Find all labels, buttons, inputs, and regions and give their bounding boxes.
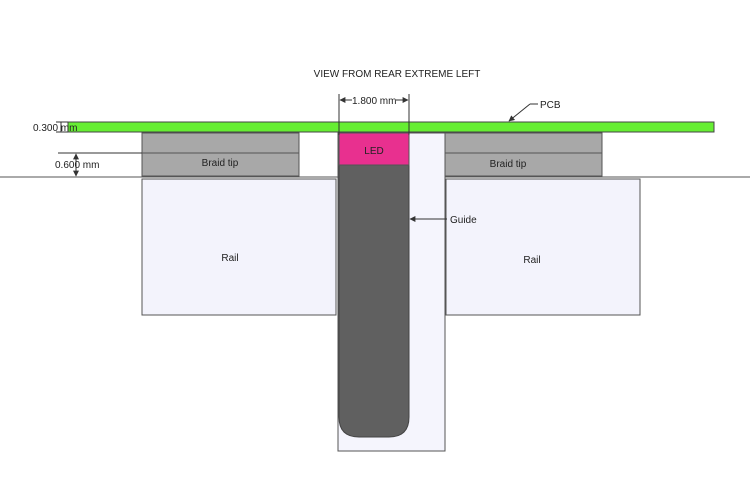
braid-tip-left	[141, 152, 300, 177]
rail-left-label: Rail	[221, 253, 238, 264]
pcb-label: PCB	[540, 100, 561, 111]
pcb	[67, 121, 715, 133]
rail-right	[445, 178, 641, 316]
led-label: LED	[364, 146, 383, 157]
dim-pcb-height-label: 0.600 mm	[55, 160, 99, 171]
diagram-title: VIEW FROM REAR EXTREME LEFT	[314, 69, 481, 80]
light-guide	[338, 164, 410, 438]
dim-pcb-thickness-label: 0.300 mm	[33, 123, 77, 134]
led	[338, 132, 410, 166]
rail-right-label: Rail	[523, 255, 540, 266]
braid-tip-left-upper	[141, 132, 300, 154]
dim-led-width-label: 1.800 mm	[352, 96, 396, 107]
rail-left	[141, 178, 337, 316]
guide-label: Guide	[450, 215, 477, 226]
braid-tip-left-label: Braid tip	[202, 158, 239, 169]
pcb-leader	[508, 103, 531, 122]
braid-tip-right-upper	[444, 132, 603, 154]
braid-tip-right	[444, 152, 603, 177]
braid-tip-right-label: Braid tip	[490, 159, 527, 170]
